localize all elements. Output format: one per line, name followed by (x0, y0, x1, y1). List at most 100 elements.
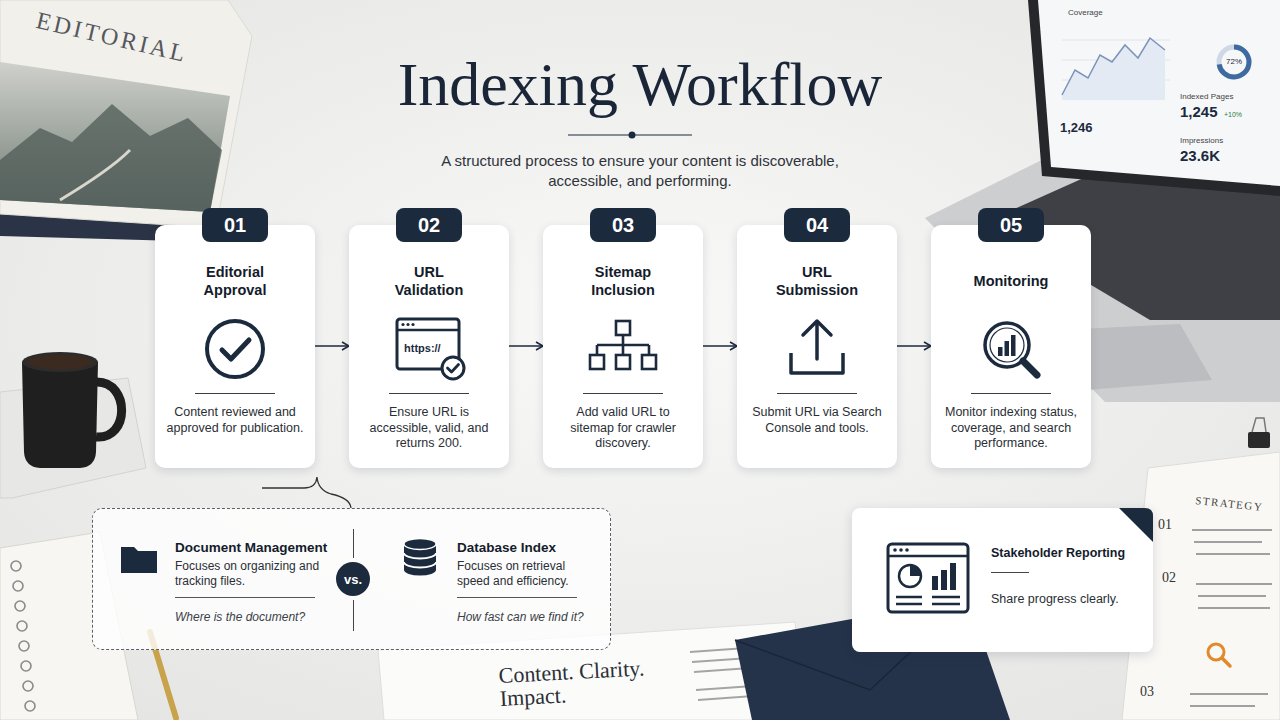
compare-body: Focuses on retrieval speed and efficienc… (457, 559, 595, 589)
step-heading: URL Validation (379, 257, 479, 305)
divider-rule (971, 393, 1051, 394)
process-card: URL SubmissionSubmit URL via Search Cons… (737, 225, 897, 468)
step-number: 02 (418, 213, 440, 237)
process-card: Editorial ApprovalContent reviewed and a… (155, 225, 315, 468)
divider-rule (991, 572, 1029, 573)
divider-rule (195, 393, 275, 394)
binder-wire (1252, 418, 1266, 432)
paper-heading: STRATEGY (1195, 494, 1264, 514)
step-heading: URL Submission (767, 257, 867, 305)
step-description: Monitor indexing status, coverage, and s… (941, 405, 1081, 452)
step-icon-shape (985, 323, 1037, 375)
report-heading: Stakeholder Reporting (991, 546, 1125, 561)
paper-number: 03 (1140, 684, 1154, 700)
step-icon (971, 313, 1051, 385)
notebook-spiral (11, 561, 35, 711)
step-icon-shape (397, 319, 464, 379)
process-card: MonitoringMonitor indexing status, cover… (931, 225, 1091, 468)
diagram-title: Indexing Workflow (0, 48, 1280, 120)
magazine-cover (0, 0, 252, 228)
divider-rule (175, 597, 315, 598)
step-description: Ensure URL is accessible, valid, and ret… (359, 405, 499, 452)
step-icon (777, 313, 857, 385)
step-description: Submit URL via Search Console and tools. (747, 405, 887, 436)
folder-icon-shape (121, 547, 157, 573)
column-divider (353, 529, 354, 558)
paper-slogan: Content. Clarity. Impact. (498, 655, 675, 710)
divider-rule (777, 393, 857, 394)
step-icon (195, 313, 275, 385)
screen-area-chart (1062, 38, 1165, 100)
step-badge: 04 (784, 208, 850, 242)
vs-label: vs. (344, 572, 362, 587)
corner-tab (1119, 508, 1153, 542)
flow-arrow (315, 345, 349, 347)
step-badge: 05 (978, 208, 1044, 242)
dashboard-icon (886, 542, 970, 614)
screen-heading: Impressions (1180, 136, 1223, 146)
comparison-panel: Document ManagementFocuses on organizing… (92, 508, 611, 650)
magazine-photo (0, 62, 230, 212)
binder-clip (1248, 432, 1270, 448)
process-card: Sitemap InclusionAdd valid URL to sitema… (543, 225, 703, 468)
step-icon (583, 313, 663, 385)
flow-arrow (897, 345, 931, 347)
screen-number: 23.6K (1180, 147, 1220, 164)
step-number: 01 (224, 213, 246, 237)
orange-magnifier-handle (1222, 658, 1230, 666)
step-number: 05 (1000, 213, 1022, 237)
step-badge: 03 (590, 208, 656, 242)
step-icon-shape (207, 321, 263, 377)
step-heading: Editorial Approval (185, 257, 285, 305)
compare-question: How fast can we find it? (457, 610, 584, 625)
magazine-mountains (0, 104, 222, 212)
step-badge: 02 (396, 208, 462, 242)
step-icon-shape (791, 321, 843, 373)
flow-arrow (509, 345, 543, 347)
flow-arrow (703, 345, 737, 347)
mug-rim (22, 352, 98, 372)
step-description: Content reviewed and approved for public… (165, 405, 305, 436)
corner-tab-shape (1119, 508, 1153, 542)
report-card: Stakeholder ReportingShare progress clea… (852, 508, 1153, 652)
subtitle: A structured process to ensure your cont… (410, 151, 870, 191)
step-heading: Sitemap Inclusion (573, 257, 673, 305)
group-bracket (262, 477, 351, 508)
paper-number: 02 (1162, 570, 1176, 586)
report-body: Share progress clearly. (991, 592, 1119, 607)
divider-rule (389, 393, 469, 394)
magazine-title: EDITORIAL (34, 6, 191, 68)
icon-text: https:// (404, 342, 441, 355)
mug-body (22, 362, 98, 468)
mug-coffee (27, 355, 93, 370)
magazine-road (60, 150, 130, 200)
column-divider (353, 600, 354, 631)
database-icon (401, 537, 439, 577)
screen-change: +10% (1224, 110, 1242, 119)
step-badge: 01 (202, 208, 268, 242)
step-description: Add valid URL to sitemap for crawler dis… (553, 405, 693, 452)
screen-heading: Coverage (1068, 8, 1103, 18)
folder-icon (119, 541, 159, 577)
screen-line-chart (1062, 38, 1165, 95)
step-icon-shape (590, 321, 656, 369)
screen-donut-value (1219, 47, 1249, 77)
screen-donut-track (1219, 47, 1249, 77)
donut-value: 72% (1220, 57, 1248, 67)
dashboard-icon-shape (888, 544, 968, 612)
database-icon-shape (404, 539, 436, 576)
process-card: URL Validation https:// Ensure URL is acce… (349, 225, 509, 468)
compare-heading: Database Index (457, 539, 556, 556)
divider-rule (583, 393, 663, 394)
step-number: 03 (612, 213, 634, 237)
versus-circle: vs. (336, 562, 370, 596)
mug-handle (96, 382, 122, 437)
screen-number: 1,245 (1180, 103, 1218, 120)
divider-rule (457, 597, 577, 598)
strategy-text-lines (1190, 530, 1272, 706)
paper-number: 01 (1158, 517, 1172, 533)
screen-number: 1,246 (1060, 120, 1093, 135)
